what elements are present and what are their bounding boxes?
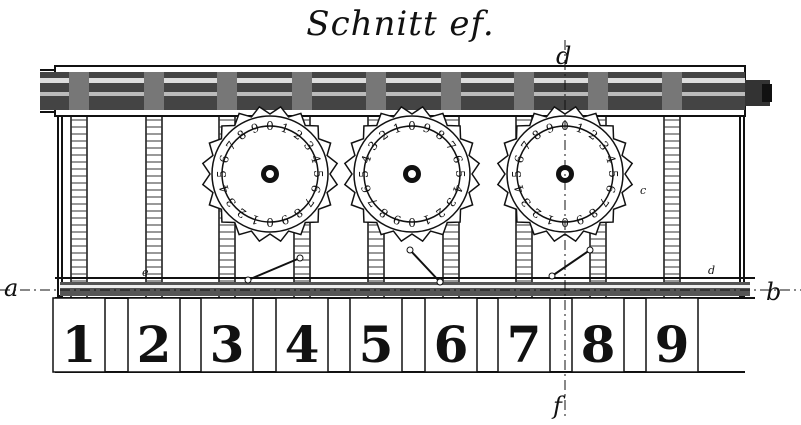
wheel-digit: 9 (279, 212, 291, 228)
wheel-digit: 9 (249, 121, 261, 137)
key-6[interactable]: 6 (424, 297, 478, 374)
wheel-digit: 1 (544, 212, 556, 228)
wheel-digit: 1 (279, 121, 291, 137)
key-label: 6 (434, 315, 469, 374)
key-label: 3 (210, 315, 245, 374)
mark-d-right: d (708, 264, 715, 277)
wheel-digit: 9 (391, 212, 403, 228)
key-label: 1 (62, 315, 97, 374)
wheel-digit: 6 (603, 183, 619, 195)
wheel-digit: 4 (450, 183, 466, 195)
key-1[interactable]: 1 (52, 297, 106, 374)
wheel-digit: 4 (603, 153, 619, 165)
wheel-digit: 9 (574, 212, 586, 228)
wheel-digit: 4 (308, 153, 324, 165)
key-8[interactable]: 8 (571, 297, 625, 374)
wheel-digit: 5 (453, 170, 467, 178)
wheel-digit: 9 (421, 121, 433, 137)
wheel-digit: 0 (266, 215, 274, 229)
key-label: 9 (655, 315, 690, 374)
section-lines (0, 40, 801, 420)
wheel-digit: 5 (311, 170, 325, 178)
wheel-digit: 1 (391, 121, 403, 137)
wheel-digit: 5 (606, 170, 620, 178)
key-rod (662, 72, 682, 302)
key-rod (69, 72, 89, 302)
key-4[interactable]: 4 (275, 297, 329, 374)
wheel-digit: 1 (421, 212, 433, 228)
key-rod (144, 72, 164, 302)
wheel-digit: 6 (359, 183, 375, 195)
key-9[interactable]: 9 (645, 297, 699, 374)
wheel-digit: 0 (408, 215, 416, 229)
key-label: 5 (359, 315, 394, 374)
wheel-digit: 4 (216, 183, 232, 195)
key-label: 8 (581, 315, 616, 374)
key-label: 2 (137, 315, 172, 374)
key-2[interactable]: 2 (127, 297, 181, 374)
levers (244, 246, 594, 286)
section-label-d: d (556, 42, 571, 70)
key-label: 7 (507, 315, 542, 374)
mark-e-left: e (142, 266, 149, 279)
wheel-digit: 6 (308, 183, 324, 195)
section-label-a: a (4, 274, 18, 302)
key-label: 4 (285, 315, 320, 374)
wheel-digit: 5 (357, 170, 371, 178)
wheel-digit: 6 (217, 153, 233, 165)
section-label-b: b (766, 278, 781, 306)
wheel-digit: 1 (249, 212, 261, 228)
wheel-digit: 5 (510, 170, 524, 178)
wheel-digit: 9 (544, 121, 556, 137)
wheel-digit: 0 (408, 119, 416, 133)
drawing-title: Schnitt ef. (306, 4, 495, 44)
wheel-digit: 0 (266, 119, 274, 133)
mark-c-mid: c (640, 184, 646, 197)
wheel-digit: 4 (511, 183, 527, 195)
wheel-digit: 5 (215, 170, 229, 178)
key-5[interactable]: 5 (349, 297, 403, 374)
wheel-digit: 6 (512, 153, 528, 165)
toothed-rail (55, 277, 755, 299)
section-label-f: f (551, 392, 566, 420)
key-3[interactable]: 3 (200, 297, 254, 374)
key-7[interactable]: 7 (497, 297, 551, 374)
wheel-digit: 1 (574, 121, 586, 137)
wheel-digit: 4 (359, 153, 375, 165)
wheel-digit: 6 (450, 153, 466, 165)
